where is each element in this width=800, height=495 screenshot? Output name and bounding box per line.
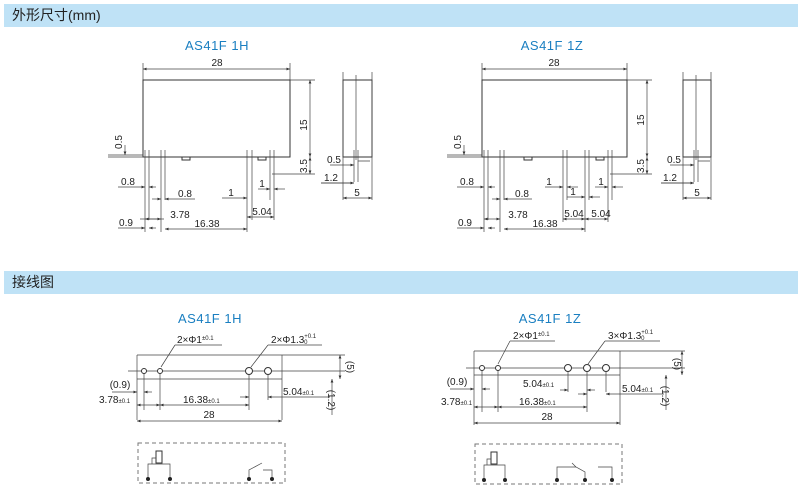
hole-small-label: 2×Φ1±0.1 [513,331,550,342]
dim-d2: 16.38 [532,219,557,230]
coil-symbol [146,450,172,481]
dim-d3: 5.04 [252,207,272,218]
dim-pin-length: 3.5 [299,159,310,173]
outline-drawing-1z: AS41F 1Z 28 15 3.5 0.5 0.8 0.8 1 1 1 3.7… [447,38,712,232]
dim-width: 28 [211,58,223,69]
dim-pin-w1: 0.8 [460,177,474,188]
dim-edge: 0.9 [119,218,133,229]
dim-d1: 3.78±0.1 [99,395,131,406]
relay-side-view [342,79,373,158]
side-dim-t: 0.5 [667,155,681,166]
dim-width: 28 [548,58,560,69]
dim-d4: 5.04±0.1 [622,384,654,395]
dim-d1: 3.78±0.1 [441,397,473,408]
switch-no-symbol [247,462,274,481]
dim-d2: 16.38 [194,219,219,230]
relay-side-view [682,79,712,158]
dim-offset: 0.5 [114,135,125,149]
hole-small-label: 2×Φ1±0.1 [177,335,214,346]
switch-changeover-symbol [555,462,614,482]
coil-symbol [482,451,507,482]
dim-pin-w4: 1 [570,187,576,198]
dim-d1: 3.78 [170,210,190,221]
dim-edge: (0.9) [110,380,131,391]
drawing-title: AS41F 1H [185,38,249,53]
drawing-title: AS41F 1H [178,311,242,326]
dim-edge: 0.9 [458,218,472,229]
dim-d4: 5.04 [591,209,611,220]
side-dim-w: 5 [354,188,360,199]
schematic-box [474,443,623,485]
dim-h: (5) [344,361,355,373]
section-header-wiring: 接线图 [4,271,798,294]
side-dim-p: 1.2 [663,173,677,184]
side-dim-p: 1.2 [324,173,338,184]
dim-height: 15 [636,114,647,126]
dim-h2: (1.2) [659,386,670,407]
dim-offset: 0.5 [453,135,464,149]
dim-pin-w2: 0.8 [515,189,529,200]
section-header-outline: 外形尺寸(mm) [4,4,798,27]
dim-height: 15 [299,119,310,131]
dim-pin-w1: 0.8 [121,177,135,188]
dim-pin-w3: 1 [228,188,234,199]
drawing-title: AS41F 1Z [519,311,582,326]
dim-pin-w3: 1 [546,177,552,188]
dim-d2: 16.38±0.1 [183,395,220,406]
dim-d3: 5.04±0.1 [283,387,315,398]
dim-d1: 3.78 [508,210,528,221]
relay-body [142,79,291,158]
side-dim-t: 0.5 [327,155,341,166]
dim-edge: (0.9) [447,377,468,388]
dim-pin-w2: 0.8 [178,189,192,200]
dim-pin-w5: 1 [598,177,604,188]
dim-pin-w4: 1 [259,179,265,190]
side-dim-w: 5 [694,188,700,199]
dim-d3: 5.04±0.1 [523,379,555,390]
dim-h: (5) [671,358,682,370]
outline-drawing-1h: AS41F 1H 28 15 3.5 0.5 0.8 0.8 1 1 3.78 … [108,38,373,232]
relay-body [481,79,628,158]
drawing-title: AS41F 1Z [521,38,584,53]
dim-d2: 16.38±0.1 [519,397,556,408]
schematic-box [137,442,286,484]
dim-h2: (1.2) [325,390,336,411]
dim-width: 28 [541,412,553,423]
dim-pin-length: 3.5 [636,159,647,173]
dim-width: 28 [203,410,215,421]
dim-d3: 5.04 [564,209,584,220]
